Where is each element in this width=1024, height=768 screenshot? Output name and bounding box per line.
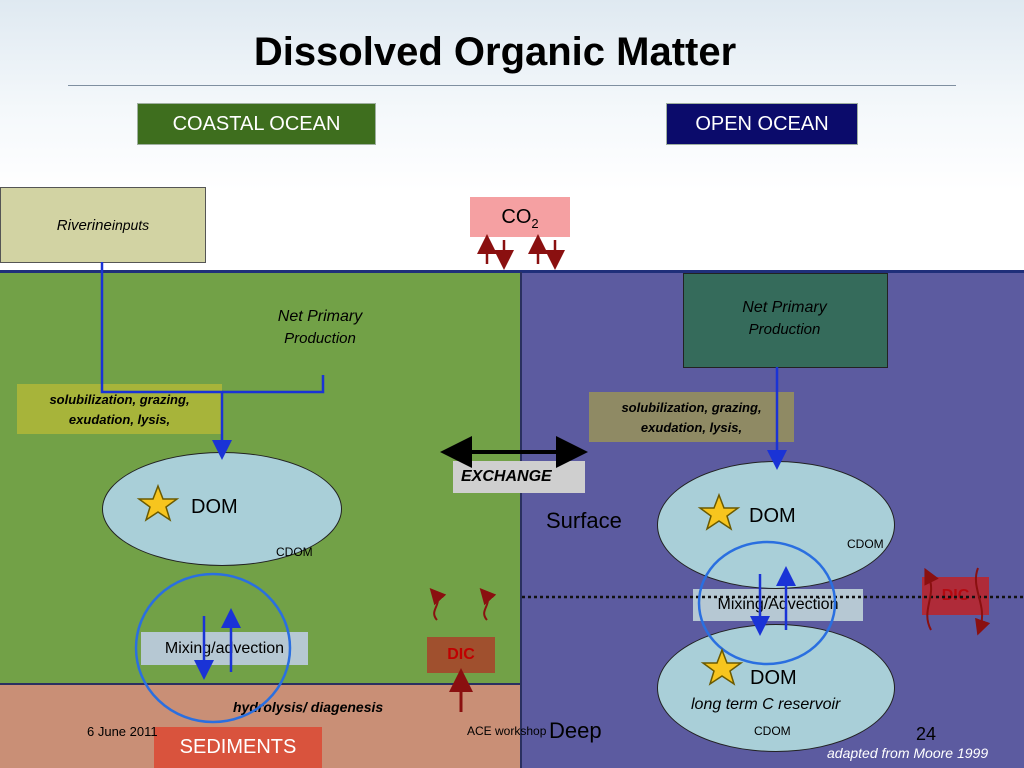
- coastal-npp-line1: Net Primary: [277, 308, 363, 325]
- sediments-label: SEDIMENTS: [154, 727, 322, 768]
- long-term-reservoir-label: long term C reservoir: [691, 696, 841, 713]
- open-process-box: solubilization, grazing, exudation, lysi…: [589, 392, 794, 442]
- coastal-open-divider: [520, 272, 522, 768]
- riverine-inputs-box: Riverine inputs: [0, 187, 206, 263]
- coastal-dom-label: DOM: [191, 496, 238, 518]
- open-ocean-label: OPEN OCEAN: [666, 103, 858, 145]
- coastal-npp-line2: Production: [284, 330, 356, 347]
- page-number: 24: [916, 724, 937, 744]
- sea-surface-line: [0, 270, 1024, 273]
- coastal-process-line2: exudation, lysis,: [68, 412, 171, 427]
- title-divider: [68, 85, 956, 86]
- open-npp-box: [683, 273, 888, 368]
- co2-subscript: 2: [531, 216, 539, 231]
- surface-label: Surface: [546, 508, 622, 533]
- open-npp-label: Net Primary Production: [683, 297, 886, 341]
- open-dic-box: DIC: [922, 577, 989, 615]
- open-npp-line2: Production: [748, 321, 821, 338]
- open-deep-cdom-label: CDOM: [754, 724, 791, 738]
- credit-label: adapted from Moore 1999: [827, 745, 989, 761]
- footer-date: 6 June 2011: [87, 724, 158, 739]
- co2-label: CO: [501, 206, 532, 228]
- deep-label: Deep: [549, 718, 602, 743]
- riverine-label-italic: Riverine: [56, 216, 112, 234]
- hydrolysis-label: hydrolysis/ diagenesis: [233, 699, 384, 715]
- open-npp-line1: Net Primary: [742, 299, 827, 316]
- open-mixing-box: Mixing/Advection: [693, 589, 863, 621]
- coastal-process-line1: solubilization, grazing,: [49, 392, 190, 407]
- coastal-cdom-label: CDOM: [276, 545, 313, 559]
- page-title: Dissolved Organic Matter: [253, 30, 737, 74]
- seafloor-line: [0, 683, 521, 685]
- exchange-label: EXCHANGE: [453, 461, 585, 493]
- coastal-mixing-box: Mixing/advection: [141, 632, 308, 665]
- coastal-dic-box: DIC: [427, 637, 495, 673]
- coastal-ocean-label: COASTAL OCEAN: [137, 103, 376, 145]
- open-process-line1: solubilization, grazing,: [621, 400, 762, 415]
- open-deep-dom-label: DOM: [750, 667, 797, 689]
- riverine-label-rest: inputs: [111, 217, 150, 233]
- co2-box: CO2: [470, 197, 570, 237]
- open-surface-dom-label: DOM: [749, 505, 796, 527]
- coastal-process-box: solubilization, grazing, exudation, lysi…: [17, 384, 222, 434]
- open-process-line2: exudation, lysis,: [640, 420, 743, 435]
- open-surface-cdom-label: CDOM: [847, 537, 884, 551]
- coastal-npp-label: Net Primary Production: [240, 306, 400, 350]
- footer-workshop: ACE workshop: [467, 724, 547, 738]
